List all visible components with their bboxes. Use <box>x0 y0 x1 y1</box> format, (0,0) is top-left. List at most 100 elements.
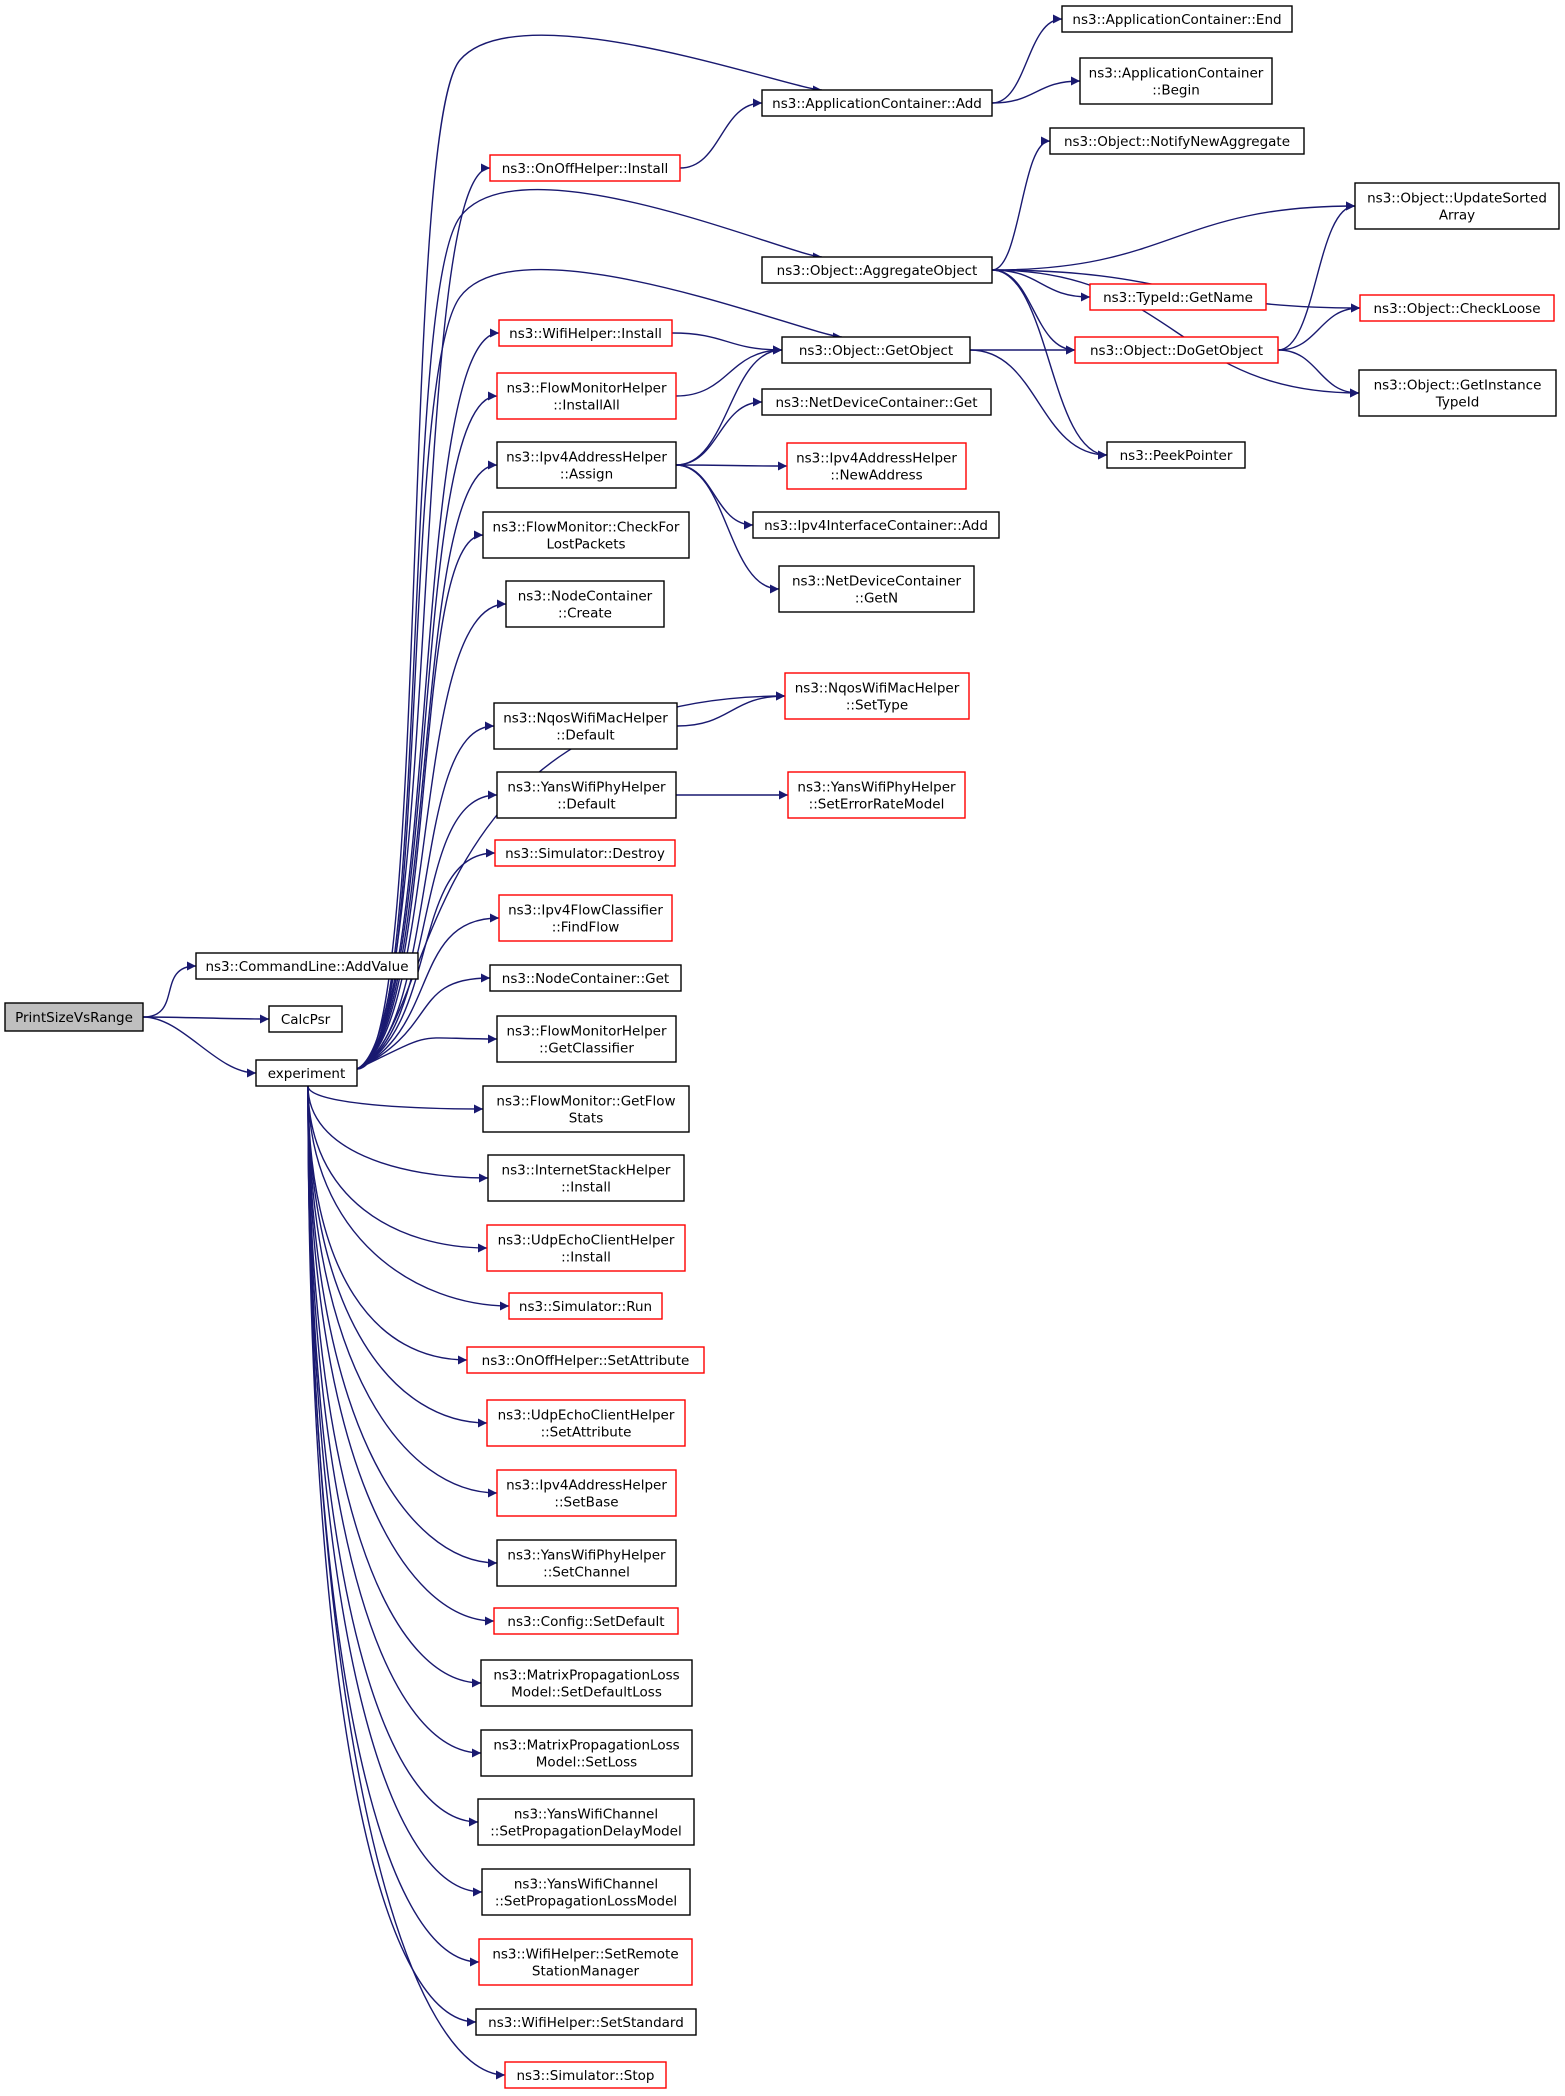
call-edge <box>356 530 484 1070</box>
node-label: ns3::Object::GetObject <box>799 343 953 359</box>
edge-experiment-to-setremote <box>307 1085 480 1967</box>
node-label: ns3::Ipv4AddressHelper <box>506 1478 667 1494</box>
node-label: ns3::WifiHelper::Install <box>509 326 662 342</box>
node-label: ::FindFlow <box>552 920 620 936</box>
call-edge <box>307 1085 488 1428</box>
node-udpsetattr[interactable]: ns3::UdpEchoClientHelper::SetAttribute <box>486 1399 686 1447</box>
call-edge <box>307 1085 477 2027</box>
node-label: ::SetType <box>846 698 908 714</box>
node-simstop[interactable]: ns3::Simulator::Stop <box>504 2061 667 2089</box>
node-notify[interactable]: ns3::Object::NotifyNewAggregate <box>1049 127 1305 155</box>
node-wifiinstall[interactable]: ns3::WifiHelper::Install <box>498 319 673 347</box>
edge-aggregate-to-getinstancetypeid <box>991 269 1360 398</box>
node-checkloose[interactable]: ns3::Object::CheckLoose <box>1359 294 1555 322</box>
node-box <box>496 771 677 819</box>
call-edge <box>356 34 823 1070</box>
node-flowinstallall[interactable]: ns3::FlowMonitorHelper::InstallAll <box>496 372 677 420</box>
node-findflow[interactable]: ns3::Ipv4FlowClassifier::FindFlow <box>498 894 673 942</box>
edge-flowinstallall-to-getobject <box>675 345 783 397</box>
node-label: ::SetAttribute <box>541 1425 632 1441</box>
node-label: ns3::UdpEchoClientHelper <box>498 1408 675 1424</box>
node-box <box>478 1938 693 1986</box>
call-edge <box>356 790 498 1070</box>
node-dogetobject[interactable]: ns3::Object::DoGetObject <box>1074 336 1279 364</box>
call-edge <box>142 961 197 1018</box>
node-onoffinstall[interactable]: ns3::OnOffHelper::Install <box>489 154 681 182</box>
node-label: Array <box>1439 208 1475 224</box>
node-peekpointer[interactable]: ns3::PeekPointer <box>1106 441 1246 469</box>
edge-ipv4assign-to-ndcgetn <box>675 464 780 594</box>
node-calcpsr[interactable]: CalcPsr <box>268 1005 343 1033</box>
node-label: ::GetN <box>855 591 898 607</box>
node-nodeget[interactable]: ns3::NodeContainer::Get <box>489 964 682 992</box>
node-ipv4assign[interactable]: ns3::Ipv4AddressHelper::Assign <box>496 441 677 489</box>
edge-experiment-to-aggregate <box>356 188 823 1070</box>
node-append[interactable]: ns3::ApplicationContainer::End <box>1061 5 1293 33</box>
node-label: Model::SetLoss <box>536 1755 637 1771</box>
node-label: ::SetErrorRateModel <box>809 797 945 813</box>
edge-root-to-calcpsr <box>142 1014 270 1024</box>
node-onoffsetattr[interactable]: ns3::OnOffHelper::SetAttribute <box>466 1346 705 1374</box>
node-label: ns3::Config::SetDefault <box>507 1614 664 1630</box>
node-getobject[interactable]: ns3::Object::GetObject <box>781 336 971 364</box>
node-aggregate[interactable]: ns3::Object::AggregateObject <box>761 256 993 284</box>
node-setchannel[interactable]: ns3::YansWifiPhyHelper::SetChannel <box>496 1539 677 1587</box>
node-label: ns3::NodeContainer::Get <box>502 971 669 987</box>
node-experiment[interactable]: experiment <box>255 1059 358 1087</box>
node-label: ns3::ApplicationContainer <box>1089 66 1264 82</box>
node-box <box>1358 369 1557 417</box>
node-udpinstall[interactable]: ns3::UdpEchoClientHelper::Install <box>486 1224 686 1272</box>
node-nqosdefault[interactable]: ns3::NqosWifiMacHelper::Default <box>493 702 678 750</box>
node-label: ns3::YansWifiPhyHelper <box>507 780 666 796</box>
node-appbegin[interactable]: ns3::ApplicationContainer::Begin <box>1079 57 1273 105</box>
node-newaddress[interactable]: ns3::Ipv4AddressHelper::NewAddress <box>786 442 967 490</box>
node-box <box>489 154 681 182</box>
node-yansphydefault[interactable]: ns3::YansWifiPhyHelper::Default <box>496 771 677 819</box>
node-internetinstall[interactable]: ns3::InternetStackHelper::Install <box>487 1154 685 1202</box>
node-nqossettype[interactable]: ns3::NqosWifiMacHelper::SetType <box>784 672 970 720</box>
node-setproploss[interactable]: ns3::YansWifiChannel::SetPropagationLoss… <box>481 1868 691 1916</box>
node-ipv4setbase[interactable]: ns3::Ipv4AddressHelper::SetBase <box>496 1469 677 1517</box>
node-typeidname[interactable]: ns3::TypeId::GetName <box>1089 283 1267 311</box>
node-getclassifier[interactable]: ns3::FlowMonitorHelper::GetClassifier <box>496 1015 677 1063</box>
call-edge <box>675 461 788 471</box>
node-box <box>504 2061 667 2089</box>
node-setpropdelay[interactable]: ns3::YansWifiChannel::SetPropagationDela… <box>477 1798 695 1846</box>
call-edge <box>307 1085 498 1498</box>
node-configsetdefault[interactable]: ns3::Config::SetDefault <box>493 1607 679 1635</box>
node-setstandard[interactable]: ns3::WifiHelper::SetStandard <box>475 2008 697 2036</box>
node-box <box>481 1868 691 1916</box>
node-label: Stats <box>569 1111 603 1127</box>
node-simrun[interactable]: ns3::Simulator::Run <box>508 1292 663 1320</box>
node-label: ns3::MatrixPropagationLoss <box>493 1668 679 1684</box>
node-ndcgetn[interactable]: ns3::NetDeviceContainer::GetN <box>778 565 975 613</box>
edge-experiment-to-findflow <box>356 913 500 1070</box>
node-simdestroy[interactable]: ns3::Simulator::Destroy <box>494 839 676 867</box>
node-matrixsetdefaultloss[interactable]: ns3::MatrixPropagationLossModel::SetDefa… <box>480 1659 693 1707</box>
node-label: ns3::OnOffHelper::SetAttribute <box>482 1353 690 1369</box>
node-ndcget[interactable]: ns3::NetDeviceContainer::Get <box>761 388 992 416</box>
node-seterrorrate[interactable]: ns3::YansWifiPhyHelper::SetErrorRateMode… <box>787 771 966 819</box>
call-edge <box>675 345 783 466</box>
node-label: ::SetBase <box>554 1495 618 1511</box>
node-box <box>508 1292 663 1320</box>
node-label: ns3::Ipv4AddressHelper <box>506 450 667 466</box>
node-root[interactable]: PrintSizeVsRange <box>4 1002 144 1032</box>
node-box <box>498 894 673 942</box>
node-appadd[interactable]: ns3::ApplicationContainer::Add <box>761 89 993 117</box>
call-edge <box>991 14 1063 104</box>
node-nodecreate[interactable]: ns3::NodeContainer::Create <box>505 580 665 628</box>
node-addvalue[interactable]: ns3::CommandLine::AddValue <box>195 952 419 980</box>
node-label: ::SetPropagationDelayModel <box>490 1824 681 1840</box>
node-label: ns3::MatrixPropagationLoss <box>493 1738 679 1754</box>
node-ipv4icadd[interactable]: ns3::Ipv4InterfaceContainer::Add <box>752 511 1000 539</box>
node-box <box>466 1346 705 1374</box>
call-edge <box>307 1085 483 1897</box>
edge-nqosdefault-to-nqossettype <box>676 691 786 727</box>
